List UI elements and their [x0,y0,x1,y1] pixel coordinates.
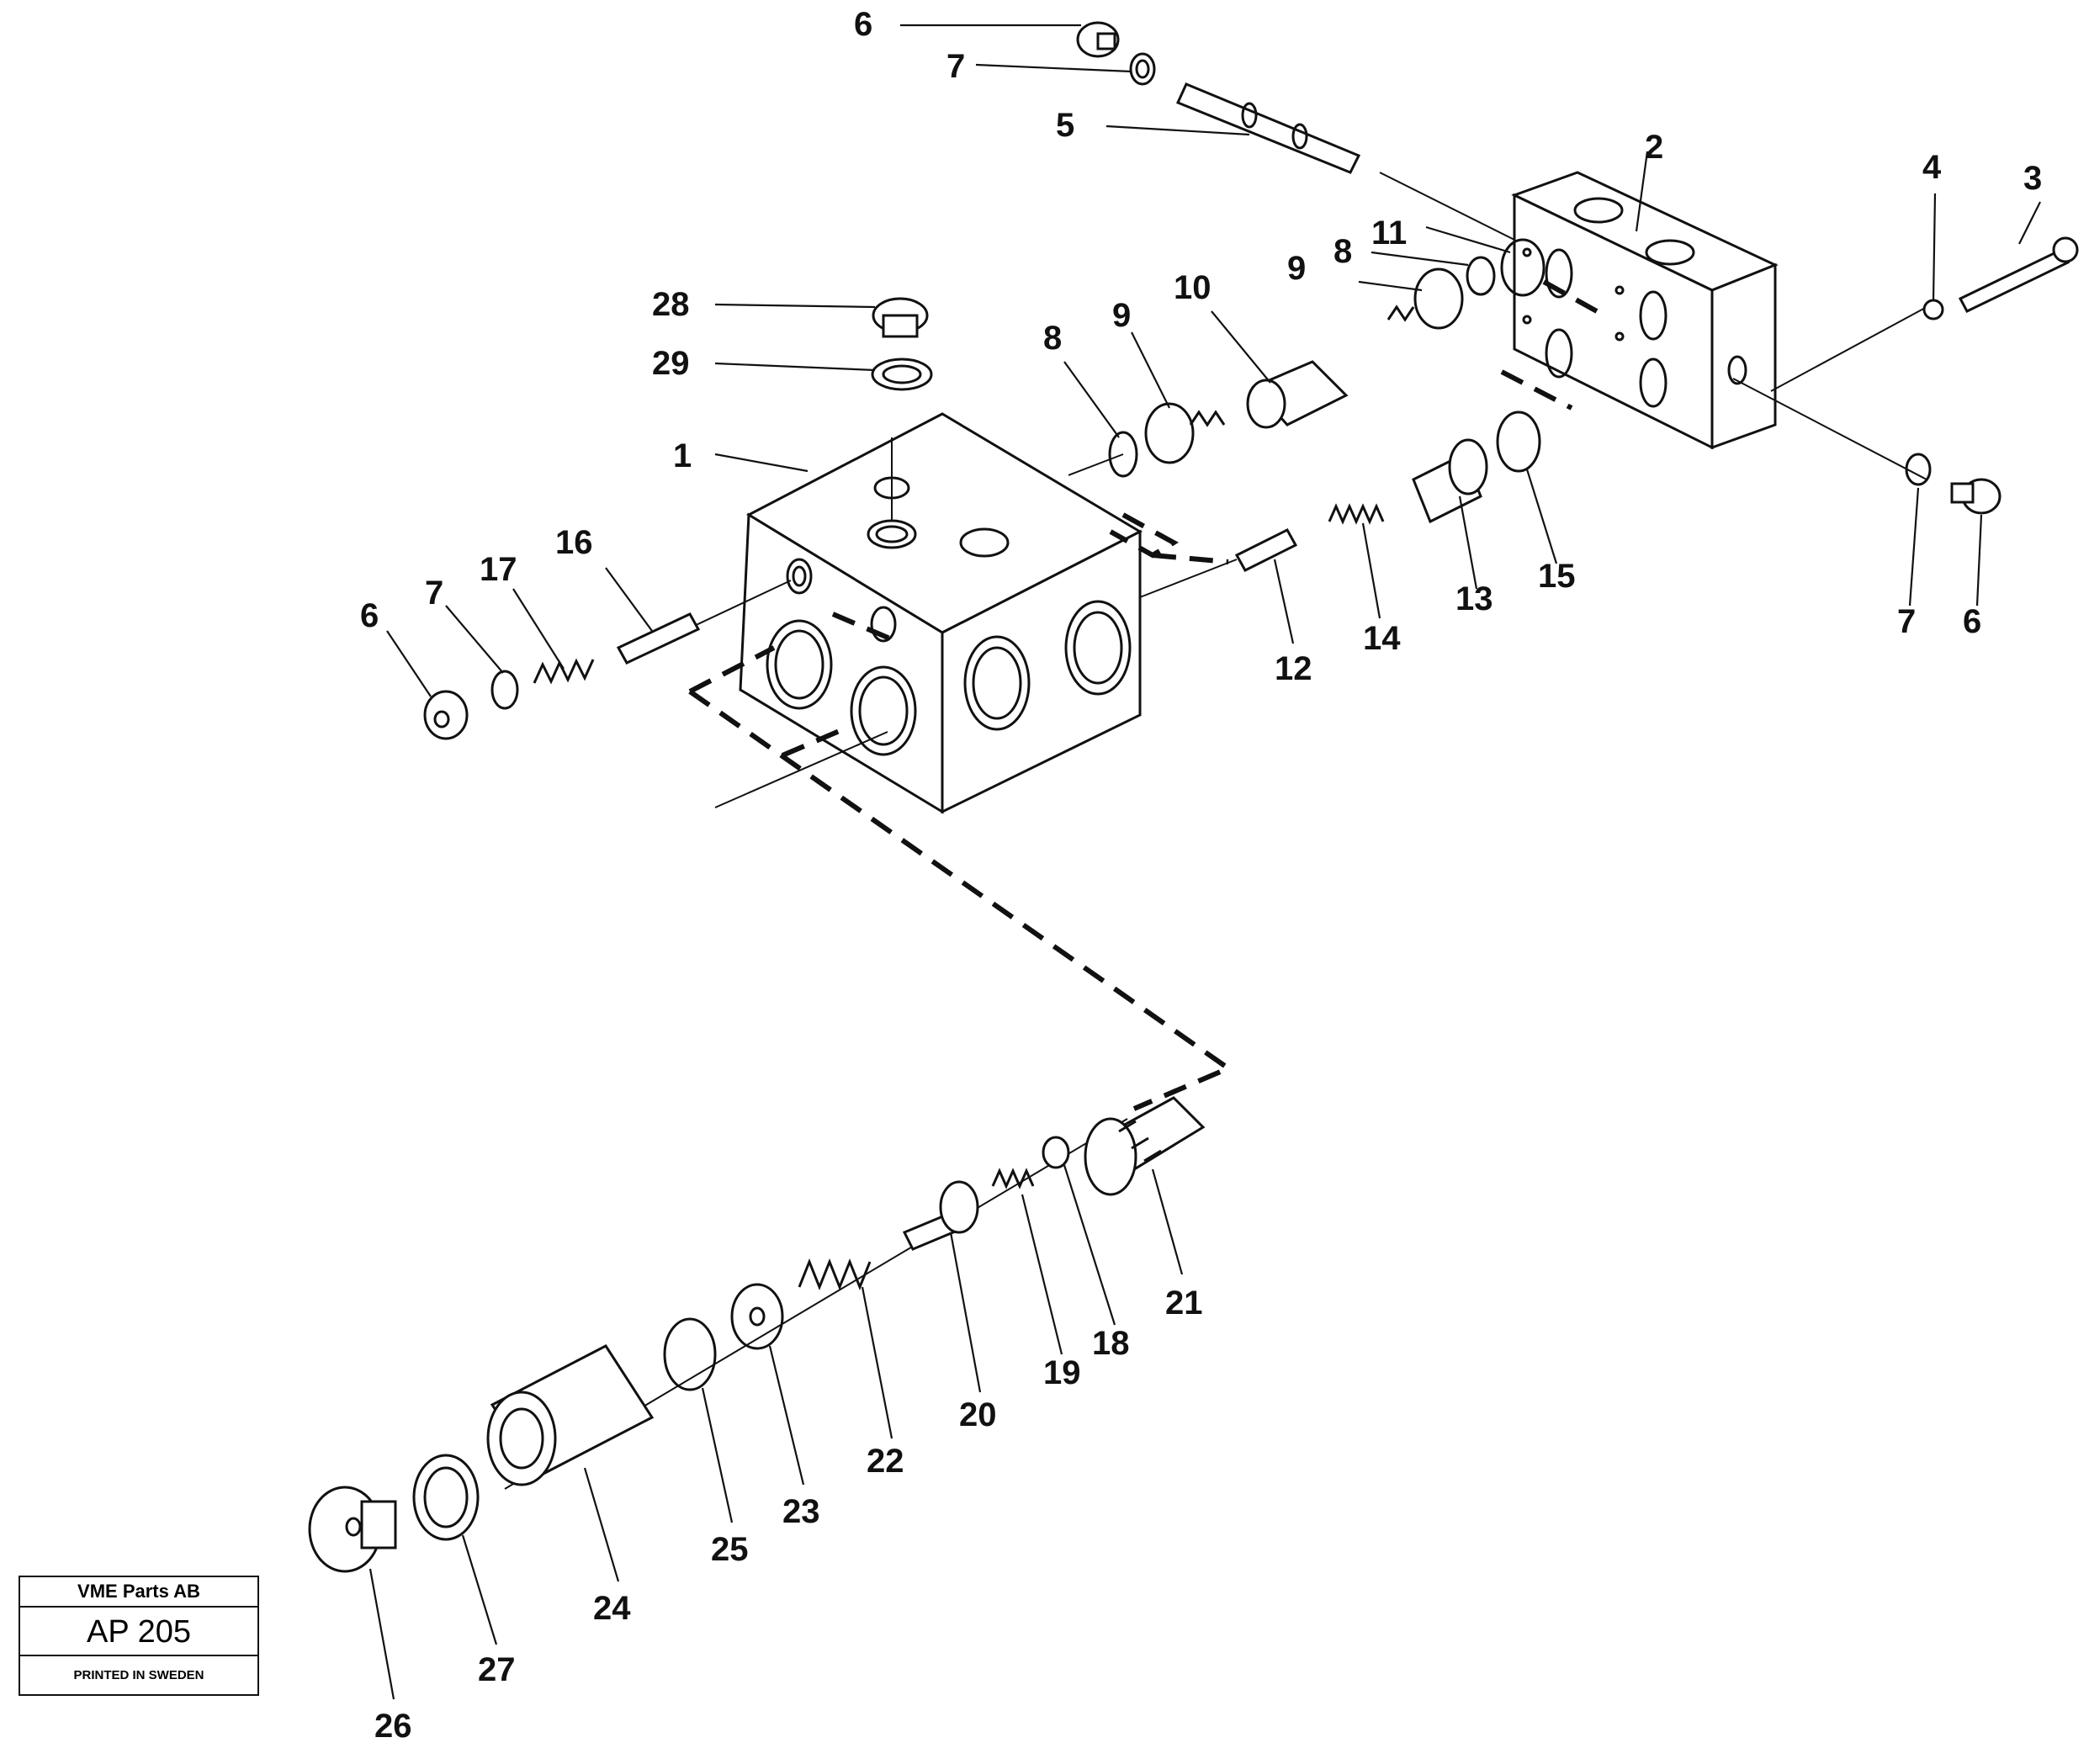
callout-2: 2 [1645,129,1663,166]
washer-7-right [1905,453,1932,486]
spring-17 [533,658,595,685]
callout-15: 15 [1538,558,1576,595]
plug-26 [308,1486,397,1573]
callout-8-left: 8 [1043,320,1062,357]
plug-6-left [423,690,469,740]
callout-4: 4 [1922,149,1942,186]
oring-8-right [1466,256,1496,296]
callout-18: 18 [1092,1325,1130,1362]
title-stamp: VME Parts AB AP 205 PRINTED IN SWEDEN [19,1576,259,1696]
callout-5: 5 [1056,107,1074,144]
stamp-company: VME Parts AB [20,1577,257,1608]
sleeve-10 [1246,360,1349,429]
spool-5 [1175,82,1361,174]
plug-6-top [1076,21,1120,58]
callout-10: 10 [1174,269,1212,306]
callout-12: 12 [1275,650,1312,687]
callout-labels: 6 7 5 2 4 3 11 8 9 10 9 8 28 29 1 16 17 … [360,6,2042,1745]
check-9-left [1144,402,1226,464]
plug-28 [872,297,929,338]
callout-7-top: 7 [946,48,965,85]
plug-6-right [1950,478,2002,515]
callout-24: 24 [593,1590,631,1627]
leader-lines [368,24,2041,1700]
washer-27 [412,1454,480,1541]
oring-8-left [1108,431,1138,478]
callout-3: 3 [2023,160,2042,197]
callout-27: 27 [478,1651,516,1688]
callout-8-right: 8 [1333,233,1352,270]
alignment-dashes [688,279,1599,1111]
callout-11: 11 [1371,215,1407,252]
callout-6-left: 6 [360,597,379,634]
washer-4 [1922,299,1944,320]
valve-block-2 [1511,171,1779,450]
cartridge-21 [1084,1096,1206,1196]
seat-13 [1412,438,1488,524]
piston-16 [616,612,701,665]
poppet-12 [1234,528,1298,572]
washer-29 [871,358,933,391]
callout-26: 26 [374,1708,412,1745]
callout-28: 28 [652,286,690,323]
ball-18 [1042,1136,1070,1169]
stamp-printed: PRINTED IN SWEDEN [73,1668,204,1682]
callout-9-right: 9 [1287,250,1306,287]
callout-7-right: 7 [1897,603,1916,640]
callout-23: 23 [782,1493,820,1530]
piston-20 [902,1180,979,1251]
callout-6-top: 6 [854,6,872,43]
washer-7-top [1129,52,1156,86]
callout-22: 22 [867,1443,904,1480]
callout-13: 13 [1455,580,1493,617]
callout-17: 17 [480,551,517,588]
valve-block-1 [739,412,1143,814]
callout-14: 14 [1363,620,1401,657]
callout-9-left: 9 [1112,297,1131,334]
spring-14 [1328,503,1385,525]
spring-19 [991,1168,1035,1189]
washer-23 [730,1283,784,1350]
washer-7-left [490,670,519,710]
callout-6-right: 6 [1963,603,1981,640]
screw-3 [1958,236,2079,313]
callout-20: 20 [959,1396,997,1433]
callout-29: 29 [652,345,690,382]
callout-16: 16 [555,524,593,561]
spring-22 [798,1258,872,1291]
callout-21: 21 [1165,1285,1203,1322]
callout-1: 1 [673,437,692,474]
callout-19: 19 [1043,1354,1081,1391]
check-9-right [1386,268,1464,330]
callout-7-left: 7 [425,575,443,612]
callout-25: 25 [711,1531,749,1568]
oring-11 [1500,238,1546,297]
oring-15 [1496,411,1541,473]
nut-24 [486,1344,655,1486]
stamp-code: AP 205 [20,1608,257,1656]
oring-25 [663,1317,717,1391]
